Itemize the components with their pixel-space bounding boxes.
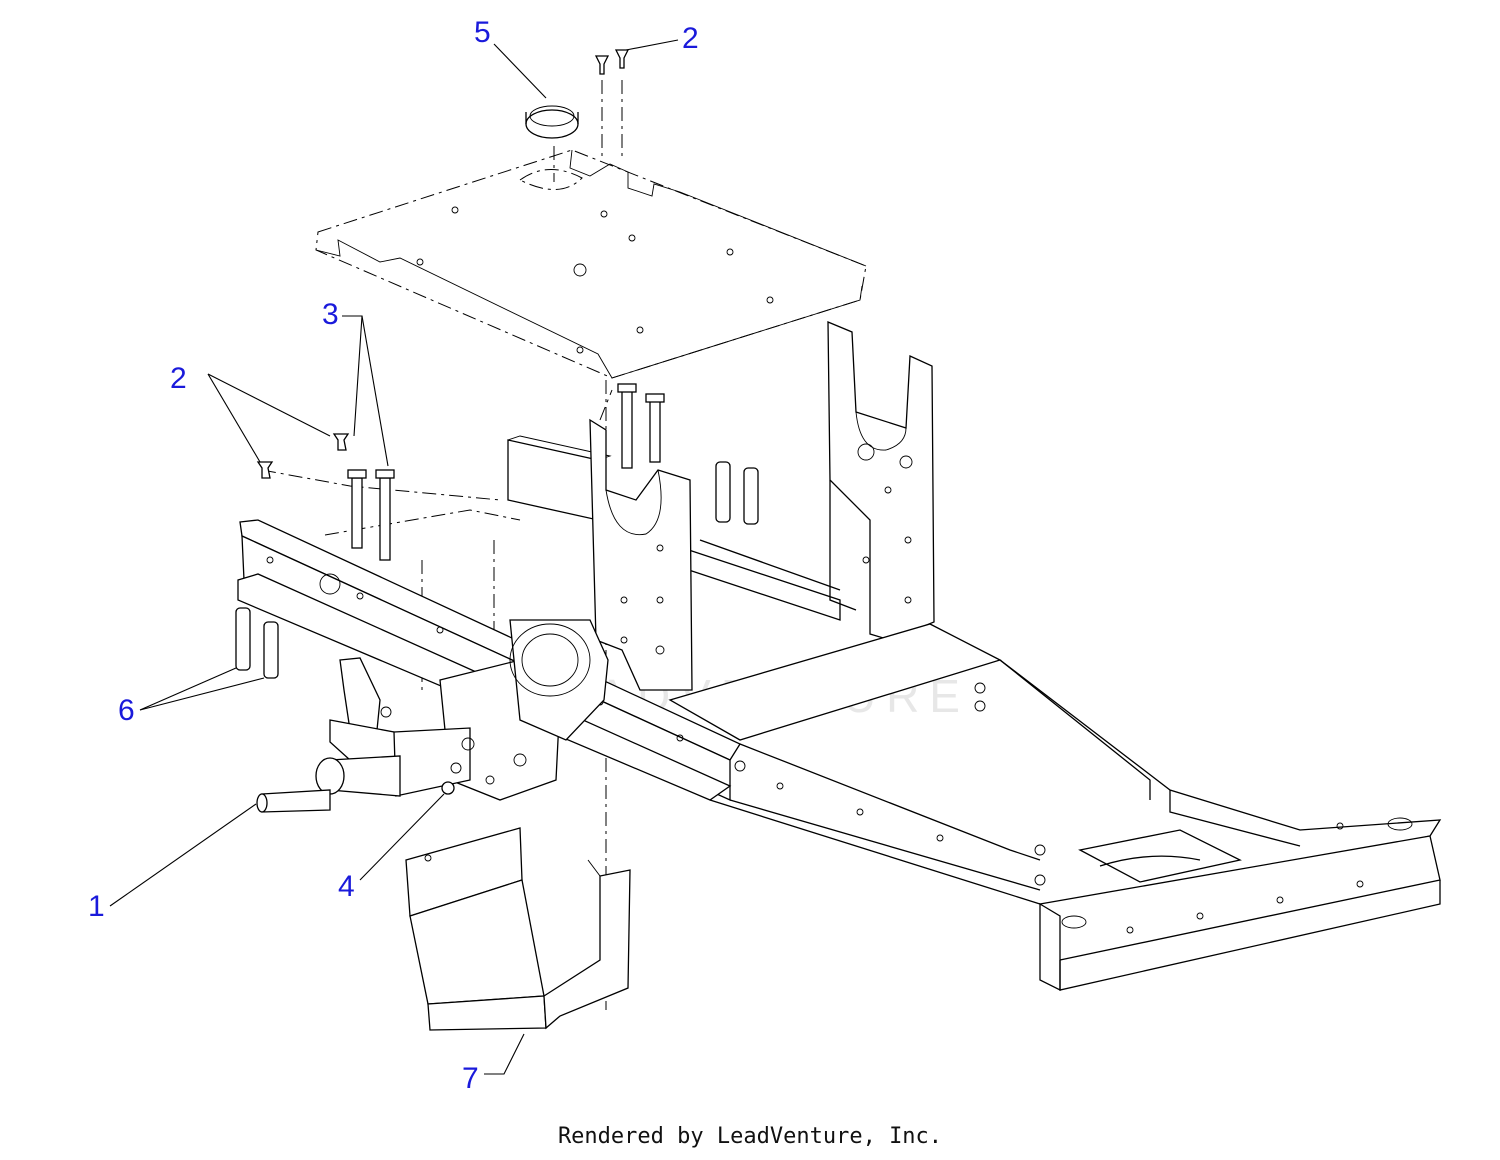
top-plate [315,149,867,379]
grommet-item-5 [525,105,579,139]
callout-3: 3 [322,298,339,331]
left-upright-bracket [589,418,693,691]
callout-2-top: 2 [682,22,699,55]
rear-crossmember [507,435,841,621]
callout-7: 7 [462,1062,479,1095]
spacers-item-6 [235,461,759,679]
callout-1: 1 [88,890,105,923]
screws-item-2 [256,49,630,479]
transaxle [256,619,609,813]
callout-5: 5 [474,16,491,49]
footer-credit: Rendered by LeadVenture, Inc. [557,1124,943,1149]
right-upright-bracket [827,321,935,641]
callout-2-left: 2 [170,362,187,395]
callout-4: 4 [338,870,355,903]
bolts-item-3 [347,383,665,561]
shield-item-7 [405,827,631,1031]
callouts: 5 2 3 2 6 1 4 7 [88,16,699,1095]
callout-6: 6 [118,694,135,727]
leader-lines [109,39,679,1075]
